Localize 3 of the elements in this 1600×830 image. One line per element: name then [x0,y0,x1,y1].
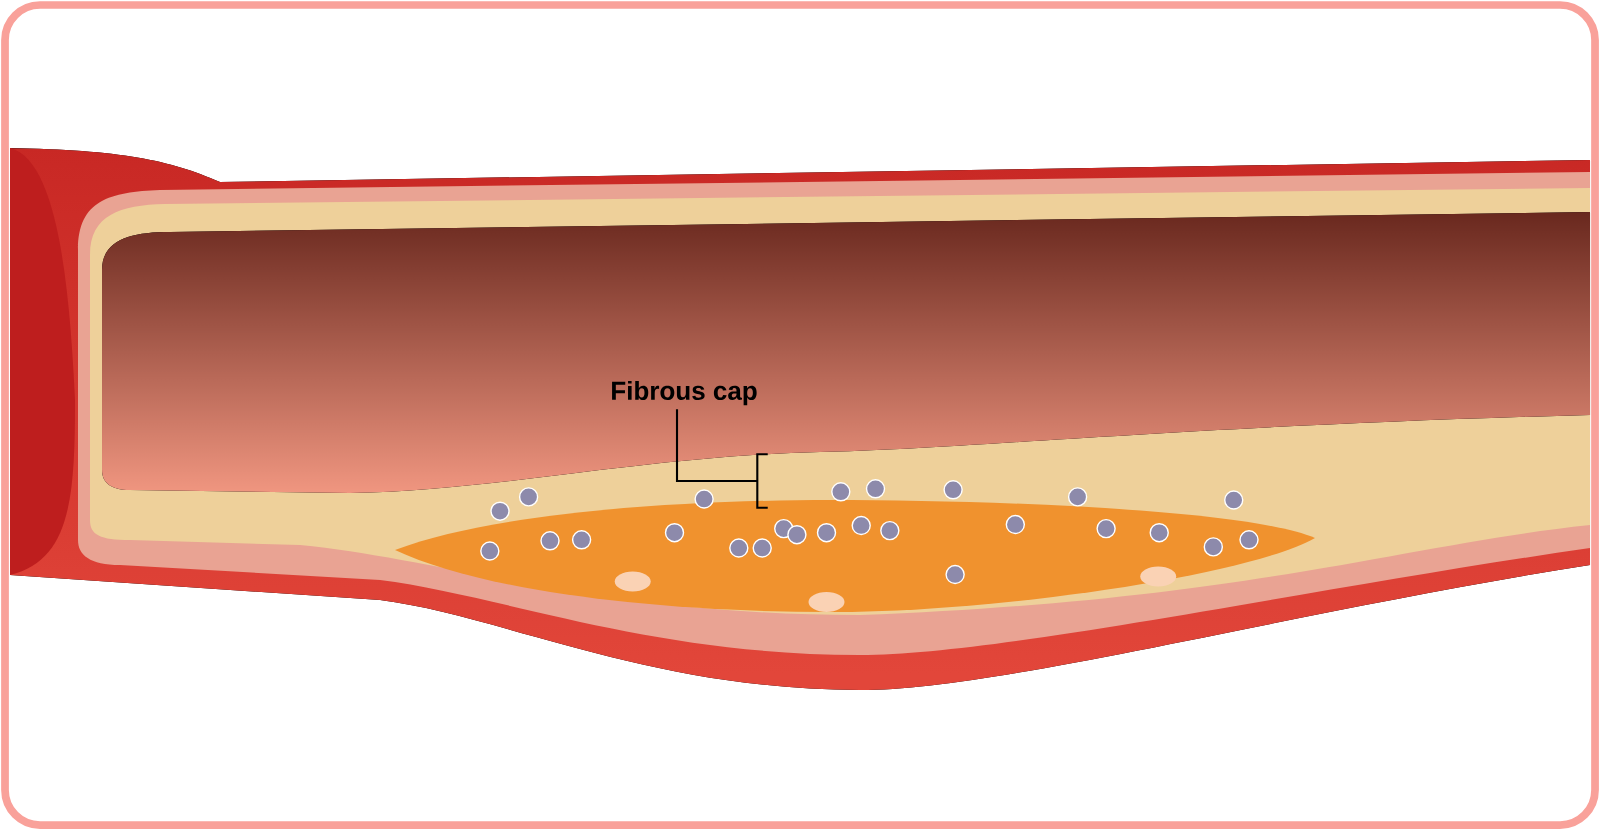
bracket [756,453,768,509]
leader-line [675,409,758,483]
label-text: Fibrous cap [612,380,757,406]
